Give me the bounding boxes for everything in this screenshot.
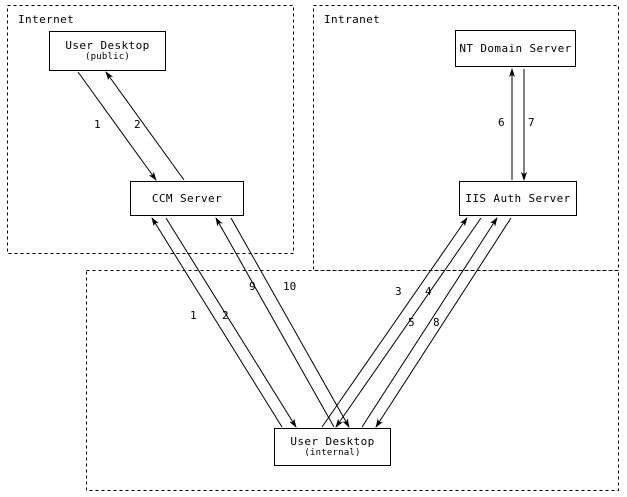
flow-step-label-7: 7 xyxy=(528,116,535,129)
flow-arrow-conn-2-public xyxy=(105,71,185,181)
node-title-nt-domain-server: NT Domain Server xyxy=(459,41,572,55)
node-subtitle-user-desktop-internal: (internal) xyxy=(304,448,361,459)
flow-step-label-4: 4 xyxy=(425,285,432,298)
zone-label-internet-label: Internet xyxy=(18,13,75,26)
zone-boundaries xyxy=(7,5,619,491)
flow-step-label-8: 8 xyxy=(433,316,440,329)
node-title-user-desktop-public: User Desktop xyxy=(65,38,150,52)
node-ccm-server[interactable]: CCM Server xyxy=(130,181,244,216)
node-nt-domain-server[interactable]: NT Domain Server xyxy=(455,30,576,67)
flow-step-label-10: 10 xyxy=(283,280,297,293)
flow-step-label-1-internal: 1 xyxy=(190,309,197,322)
flow-arrow-conn-5 xyxy=(361,217,498,428)
zone-boundary-internet xyxy=(7,5,294,254)
flow-step-label-6: 6 xyxy=(498,116,505,129)
flow-step-label-3: 3 xyxy=(395,285,402,298)
node-title-iis-auth-server: IIS Auth Server xyxy=(465,191,571,205)
flow-arrow-conn-8 xyxy=(375,217,512,428)
flow-arrow-conn-3 xyxy=(321,217,468,428)
connection-lines xyxy=(77,68,527,428)
flow-arrow-conn-10 xyxy=(230,217,350,428)
node-title-ccm-server: CCM Server xyxy=(151,191,223,205)
node-user-desktop-public[interactable]: User Desktop(public) xyxy=(49,31,166,71)
flow-arrow-conn-1-internal xyxy=(151,217,283,428)
node-iis-auth-server[interactable]: IIS Auth Server xyxy=(459,181,577,216)
node-user-desktop-internal[interactable]: User Desktop(internal) xyxy=(274,428,391,466)
flow-step-label-1-public: 1 xyxy=(94,118,101,131)
flow-step-label-2-public: 2 xyxy=(134,118,141,131)
zone-label-intranet-label: Intranet xyxy=(324,13,381,26)
flow-arrow-conn-1-public xyxy=(77,71,157,181)
flow-arrow-conn-9 xyxy=(215,217,335,428)
zone-boundary-internal xyxy=(86,270,619,491)
flow-arrow-conn-4 xyxy=(335,217,482,428)
node-subtitle-user-desktop-public: (public) xyxy=(85,52,130,63)
node-title-user-desktop-internal: User Desktop xyxy=(290,434,375,448)
flow-step-label-5: 5 xyxy=(408,316,415,329)
flow-step-label-9: 9 xyxy=(249,280,256,293)
flow-arrow-conn-2-internal xyxy=(165,217,297,428)
flow-step-label-2-internal: 2 xyxy=(222,309,229,322)
